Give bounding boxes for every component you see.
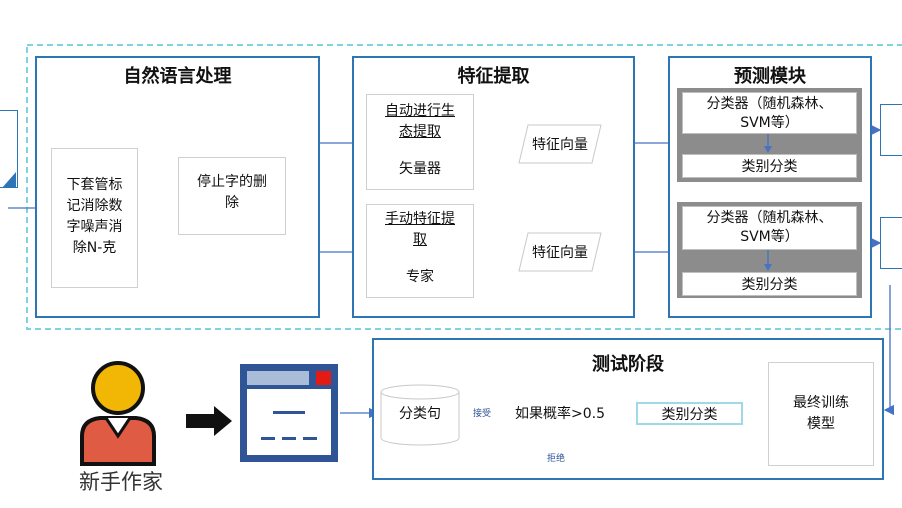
classifier-1-box: 分类器（随机森林、 SVM等） <box>682 92 857 134</box>
window-dash <box>303 437 317 440</box>
manual-feature-box: 手动特征提 取 专家 <box>366 204 474 298</box>
stopwords-line: 除 <box>225 195 239 211</box>
accept-label: 接受 <box>466 405 498 419</box>
class-1-box: 类别分类 <box>682 154 857 178</box>
vector2-shape <box>518 232 602 272</box>
person-icon <box>80 361 156 466</box>
auto-feature-box: 自动进行生 态提取 矢量器 <box>366 94 474 190</box>
manual-feature-sub: 专家 <box>406 269 434 285</box>
final-model-box: 最终训练 模型 <box>768 362 874 466</box>
arrow-right-icon <box>186 406 232 436</box>
window-dash <box>261 437 275 440</box>
preprocess-line: 字噪声消 <box>66 219 123 235</box>
classifier-1-line: 分类器（随机森林、 <box>706 96 833 112</box>
classifier-1-arrow <box>764 134 772 153</box>
preprocess-line: 下套管标 <box>66 177 123 193</box>
vector1-label: 特征向量 <box>532 137 588 153</box>
window-line <box>273 411 305 414</box>
vector2-label: 特征向量 <box>532 245 588 261</box>
final-model-line: 模型 <box>807 416 835 432</box>
test-panel-title: 测试阶段 <box>592 354 664 375</box>
reject-label: 拒绝 <box>543 450 569 464</box>
vector1-shape <box>518 124 602 164</box>
result-label: 分类句 <box>399 406 441 422</box>
auto-feature-sub: 矢量器 <box>399 161 441 177</box>
auto-feature-title: 态提取 <box>399 124 441 140</box>
input-document-fold <box>2 172 16 188</box>
stopwords-line: 停止字的删 <box>197 174 267 190</box>
stopwords-box: 停止字的删 除 <box>178 157 286 235</box>
output-box-2 <box>880 217 902 269</box>
training-region-border <box>26 44 902 330</box>
classifier-2-box: 分类器（随机森林、 SVM等） <box>682 206 857 250</box>
preprocess-line: 记消除数 <box>66 198 123 214</box>
final-model-line: 最终训练 <box>793 395 849 411</box>
class-2-box: 类别分类 <box>682 272 857 296</box>
classifier-2-line: SVM等） <box>740 229 799 245</box>
classifier-2-line: 分类器（随机森林、 <box>706 210 833 226</box>
window-body <box>247 389 331 455</box>
classifier-1-line: SVM等） <box>740 115 799 131</box>
window-title-bar <box>247 371 309 385</box>
manual-feature-title: 手动特征提 <box>385 211 455 227</box>
document-window-icon <box>240 364 338 462</box>
feature-panel-title: 特征提取 <box>457 66 530 87</box>
predict-panel-title: 预测模块 <box>734 66 806 87</box>
output-box-1 <box>880 104 902 156</box>
window-close-square <box>316 371 331 385</box>
arrow-right-to-final-model <box>883 285 895 416</box>
category-box: 类别分类 <box>636 402 743 425</box>
result-cylinder <box>380 384 460 446</box>
classifier-2-arrow <box>764 250 772 271</box>
window-dash <box>282 437 296 440</box>
decision-label: 如果概率>0.5 <box>515 406 605 422</box>
user-label: 新手作家 <box>79 470 163 494</box>
nlp-panel-title: 自然语言处理 <box>123 66 232 87</box>
preprocess-line: 除N-克 <box>72 240 117 256</box>
manual-feature-title: 取 <box>413 232 427 248</box>
preprocess-box: 下套管标 记消除数 字噪声消 除N-克 <box>51 148 138 288</box>
auto-feature-title: 自动进行生 <box>385 103 455 119</box>
